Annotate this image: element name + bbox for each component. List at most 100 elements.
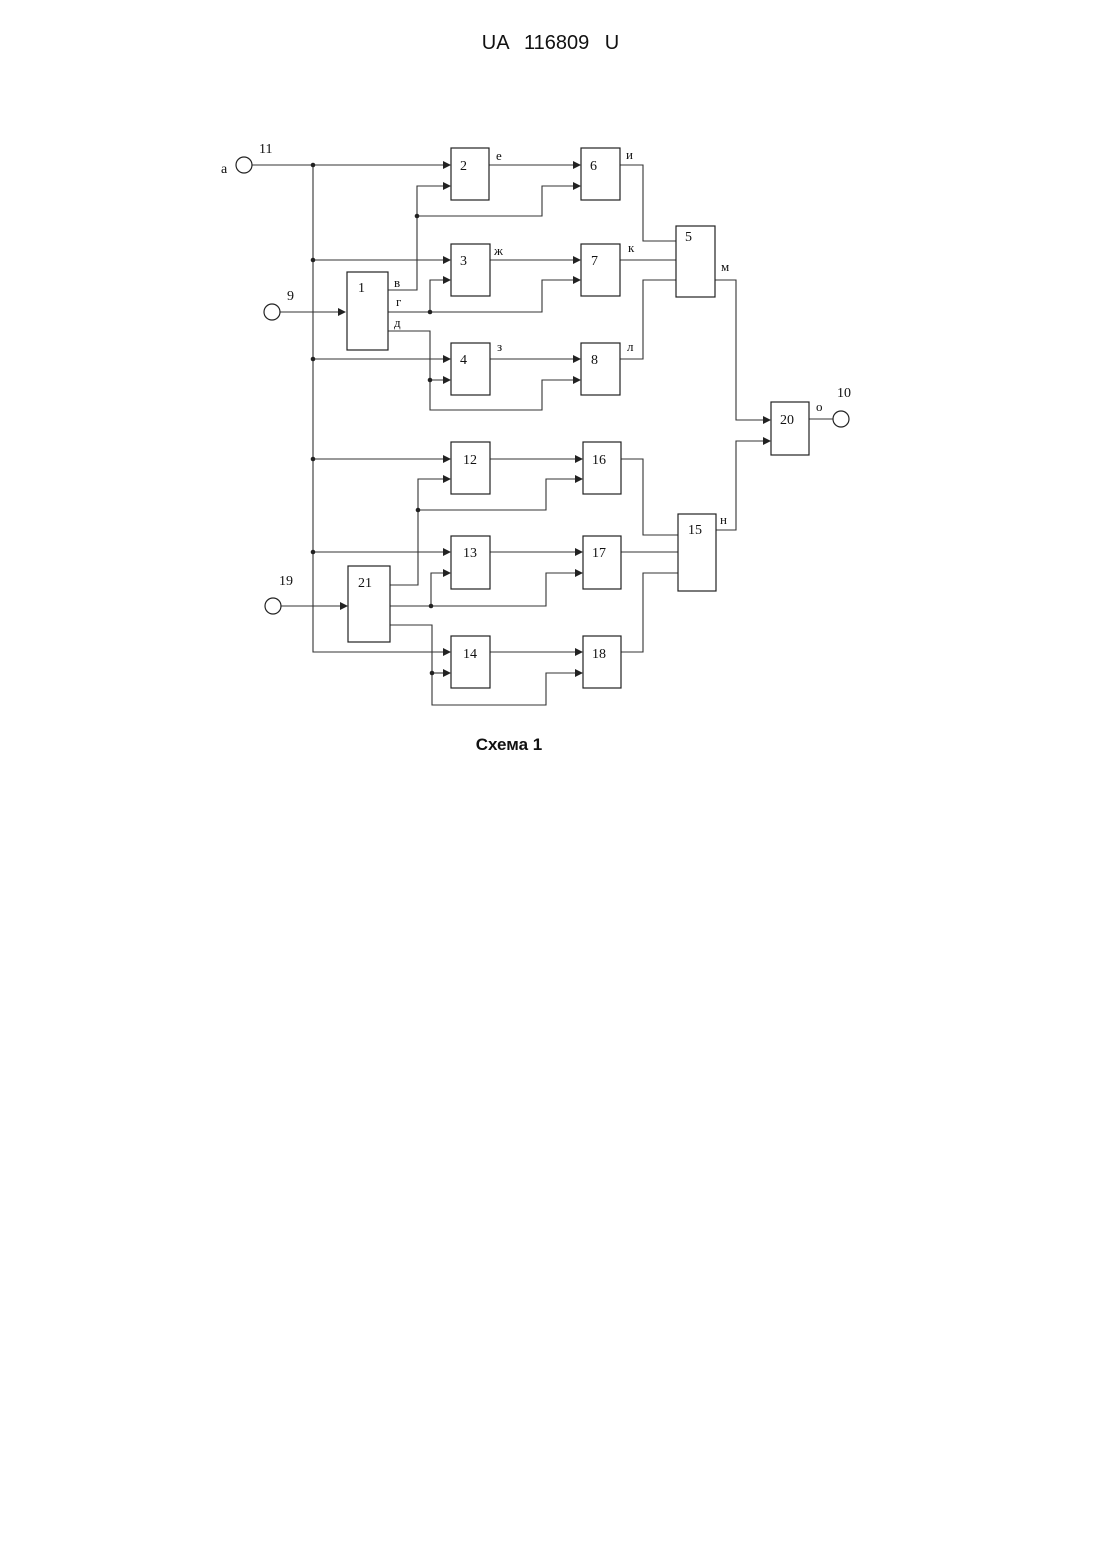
arrowhead <box>443 256 451 264</box>
wire-21-out2-to-13 <box>431 573 447 606</box>
terminal-19 <box>265 598 281 614</box>
wire-6-5 <box>620 165 676 241</box>
arrowhead <box>575 455 583 463</box>
block-6-label: 6 <box>590 159 597 174</box>
terminal-10-label: 10 <box>837 386 851 401</box>
junction-dot <box>415 214 420 219</box>
block-8 <box>581 343 620 395</box>
arrowhead <box>573 276 581 284</box>
arrowhead <box>443 475 451 483</box>
block-16-label: 16 <box>592 453 606 468</box>
signal-l-label: л <box>627 339 634 354</box>
signal-d-label: д <box>394 315 401 330</box>
arrowhead <box>573 256 581 264</box>
arrowhead <box>443 569 451 577</box>
block-20-label: 20 <box>780 413 794 428</box>
terminal-9-label: 9 <box>287 289 294 304</box>
junction-dot <box>311 258 316 263</box>
block-7-label: 7 <box>591 254 598 269</box>
arrowhead <box>575 648 583 656</box>
block-12 <box>451 442 490 494</box>
block-12-label: 12 <box>463 453 477 468</box>
terminal-10 <box>833 411 849 427</box>
block-16 <box>583 442 621 494</box>
block-13-label: 13 <box>463 546 477 561</box>
arrowhead <box>573 161 581 169</box>
arrowhead <box>573 376 581 384</box>
junction-dot <box>311 357 316 362</box>
arrowhead <box>575 475 583 483</box>
signal-m-label: м <box>721 259 729 274</box>
junction-dot <box>311 550 316 555</box>
junction-dot <box>430 671 435 676</box>
block-6 <box>581 148 620 200</box>
signal-i-label: и <box>626 147 633 162</box>
block-4 <box>451 343 490 395</box>
figure-caption: Схема 1 <box>0 735 1018 755</box>
block-17-label: 17 <box>592 546 606 561</box>
wire-21-out1-to-16 <box>418 479 579 510</box>
arrowhead <box>573 182 581 190</box>
wires <box>252 165 833 705</box>
terminal-11 <box>236 157 252 173</box>
arrowhead <box>443 648 451 656</box>
input-a-label: а <box>221 162 228 177</box>
signal-zh-label: ж <box>493 243 504 258</box>
terminal-11-label: 11 <box>259 142 272 157</box>
terminal-9 <box>264 304 280 320</box>
block-15-label: 15 <box>688 523 702 538</box>
block-17 <box>583 536 621 589</box>
arrowhead <box>443 548 451 556</box>
arrowhead <box>443 276 451 284</box>
arrowhead <box>575 569 583 577</box>
blocks: 1 2 3 4 5 6 7 8 12 13 14 15 16 17 18 20 … <box>347 148 809 688</box>
wire-21-out1 <box>390 479 447 585</box>
junction-dot <box>428 378 433 383</box>
terminals: 11 9 19 10 а <box>221 142 851 614</box>
block-2-label: 2 <box>460 159 467 174</box>
arrowhead <box>443 161 451 169</box>
block-14-label: 14 <box>463 647 477 662</box>
arrowhead <box>443 455 451 463</box>
block-2 <box>451 148 489 200</box>
wire-5-20 <box>715 280 767 420</box>
arrowhead <box>340 602 348 610</box>
arrowhead <box>443 669 451 677</box>
block-3 <box>451 244 490 296</box>
arrowhead <box>763 437 771 445</box>
signal-n-label: н <box>720 512 727 527</box>
wire-g-to-3 <box>430 280 447 312</box>
wire-18-15 <box>621 573 678 652</box>
block-4-label: 4 <box>460 353 467 368</box>
block-14 <box>451 636 490 688</box>
block-5-label: 5 <box>685 230 692 245</box>
arrowhead <box>575 548 583 556</box>
block-20 <box>771 402 809 455</box>
junction-dot <box>416 508 421 513</box>
signal-v-label: в <box>394 275 400 290</box>
arrowhead <box>763 416 771 424</box>
junction-dot <box>429 604 434 609</box>
arrowhead <box>443 376 451 384</box>
signal-e-label: е <box>496 148 502 163</box>
arrowhead <box>443 355 451 363</box>
block-18 <box>583 636 621 688</box>
junction-dot <box>311 457 316 462</box>
junction-dot <box>428 310 433 315</box>
junction-dot <box>311 163 316 168</box>
block-5 <box>676 226 715 297</box>
arrowhead <box>338 308 346 316</box>
signal-o-label: о <box>816 399 823 414</box>
block-13 <box>451 536 490 589</box>
block-7 <box>581 244 620 296</box>
block-1-label: 1 <box>358 281 365 296</box>
block-18-label: 18 <box>592 647 606 662</box>
signal-g-label: г <box>396 294 401 309</box>
block-21-label: 21 <box>358 576 372 591</box>
signal-z-label: з <box>497 339 502 354</box>
arrowhead <box>443 182 451 190</box>
arrowhead <box>575 669 583 677</box>
wire-16-15 <box>621 459 678 535</box>
wire-v-to-6 <box>417 186 577 216</box>
